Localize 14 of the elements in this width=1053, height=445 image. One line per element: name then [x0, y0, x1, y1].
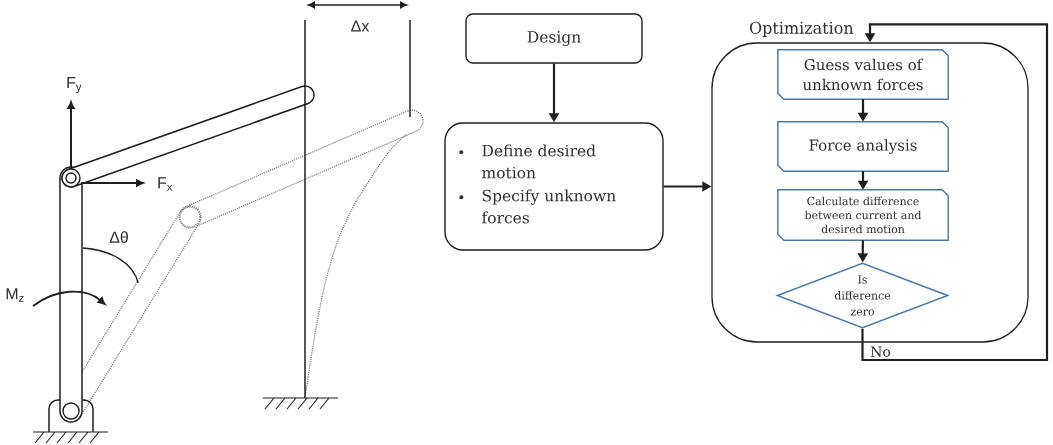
- angle-label: Δθ: [109, 231, 128, 243]
- force-label: F$_{x}$: [158, 177, 173, 191]
- list-item: Specify unknown forces: [482, 189, 616, 224]
- process-box: Guess values of unknown forces: [777, 49, 949, 100]
- force-label: F$_{y}$: [67, 77, 82, 93]
- moment-label: M$_{z}$: [6, 288, 24, 302]
- edge-label: No: [869, 345, 892, 358]
- group-heading: Optimization: [749, 21, 854, 37]
- process-box: Design: [465, 13, 643, 64]
- dimension-label: Δx: [351, 20, 370, 32]
- process-box: Calculate difference between current and desired motion: [777, 189, 949, 241]
- list-item: Define desired motion: [482, 144, 596, 179]
- process-box: [444, 122, 664, 251]
- process-box: Force analysis: [777, 121, 949, 172]
